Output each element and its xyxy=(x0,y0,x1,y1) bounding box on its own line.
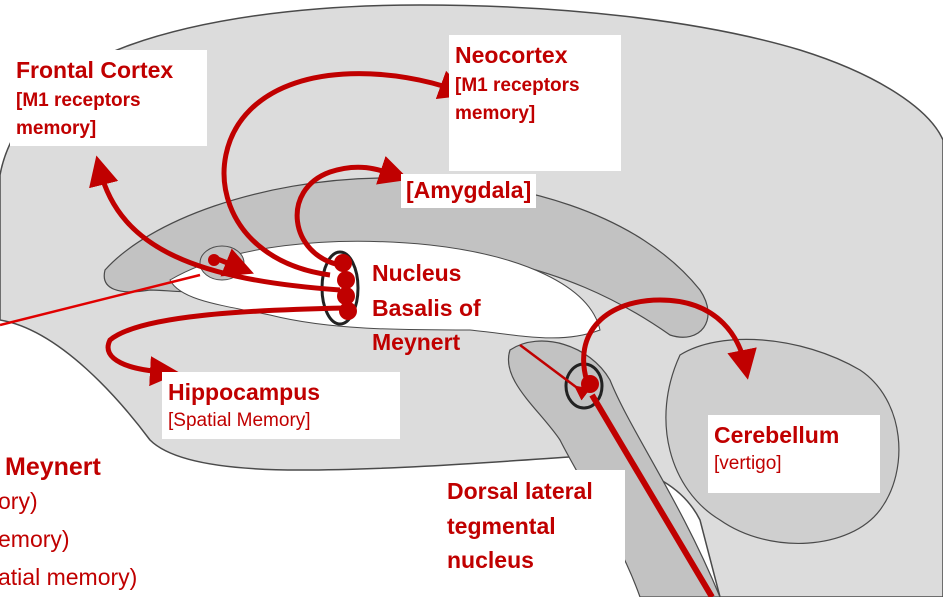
cerebellum-sub: [vertigo] xyxy=(714,453,782,475)
side-caption: Meynert xyxy=(5,447,101,487)
arrow-cerebellum xyxy=(581,297,757,386)
arrow-neocortex xyxy=(221,70,470,278)
dltn-line3: nucleus xyxy=(447,547,534,573)
nbm-line1: Nucleus xyxy=(372,260,462,286)
side-line3: atial memory) xyxy=(0,563,138,590)
nucleus-dots xyxy=(208,254,599,393)
frontal-line2: memory] xyxy=(16,117,97,139)
arrow-amygdala xyxy=(294,156,410,268)
ventricle xyxy=(169,240,601,339)
frontal-title: Frontal Cortex xyxy=(16,57,174,83)
cerebellum-title: Cerebellum xyxy=(714,422,840,448)
label-neocortex: Neocortex [M1 receptors memory] xyxy=(449,35,621,171)
hippocampus-sub: [Spatial Memory] xyxy=(168,410,311,432)
nbm-line2: Basalis of xyxy=(372,294,481,321)
neocortex-title: Neocortex xyxy=(455,42,568,68)
arrow-hippocampus xyxy=(105,305,346,387)
neocortex-line1: [M1 receptors xyxy=(455,75,580,97)
label-nucleus-basalis: Nucleus Basalis of Meynert xyxy=(372,256,481,360)
dltn-line1: Dorsal lateral xyxy=(447,478,593,504)
side-caption-lines: ory) emory) atial memory) xyxy=(0,483,137,597)
tract-thin xyxy=(0,273,201,327)
frontal-line1: [M1 receptors xyxy=(16,90,141,112)
side-title: Meynert xyxy=(5,453,101,481)
label-dorsal-lateral-tegmental: Dorsal lateral tegmental nucleus xyxy=(441,470,625,582)
arrow-tegmental xyxy=(519,344,591,401)
label-hippocampus: Hippocampus [Spatial Memory] xyxy=(162,372,400,439)
neocortex-line2: memory] xyxy=(455,102,536,124)
nbm-line3: Meynert xyxy=(372,329,461,355)
arrow-frontal xyxy=(89,155,341,293)
hippocampus-title: Hippocampus xyxy=(168,379,321,405)
label-cerebellum: Cerebellum [vertigo] xyxy=(708,415,880,493)
dltn-line2: tegmental xyxy=(447,512,556,539)
tract-descending xyxy=(589,393,715,597)
side-line2: emory) xyxy=(0,525,70,552)
projection-arrows xyxy=(89,70,757,387)
side-line1: ory) xyxy=(0,488,38,514)
label-amygdala: [Amygdala] xyxy=(401,174,537,208)
label-frontal-cortex: Frontal Cortex [M1 receptors memory] xyxy=(10,50,207,147)
